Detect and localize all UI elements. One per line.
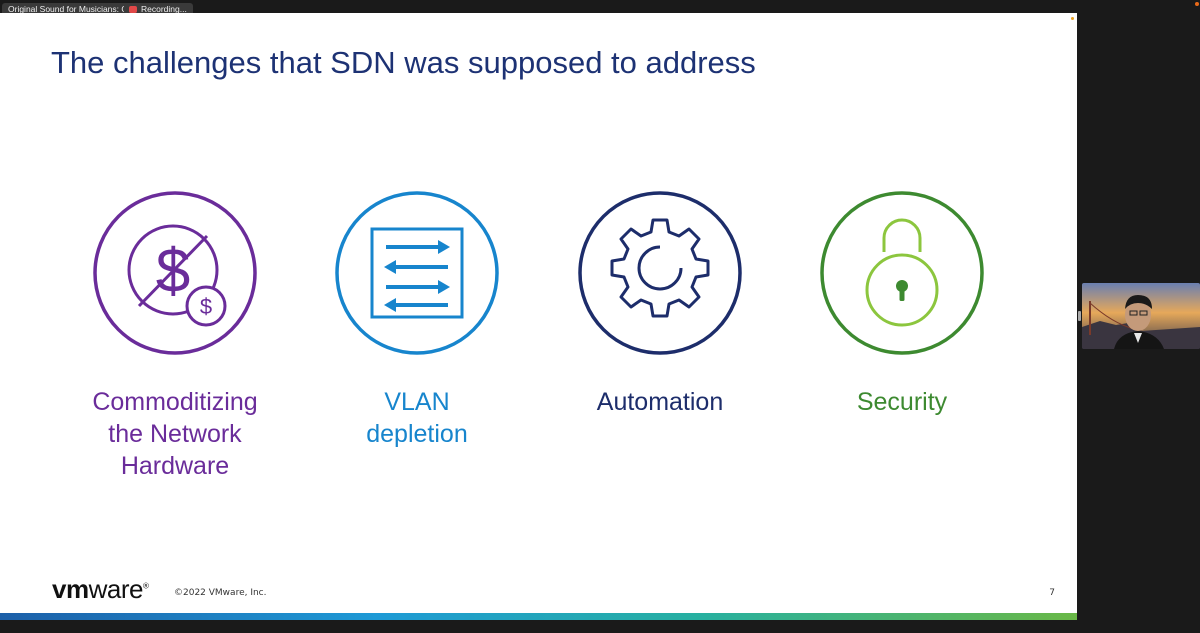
padlock-icon <box>820 191 984 355</box>
shared-slide: The challenges that SDN was supposed to … <box>0 13 1077 620</box>
vmware-logo: vmware® <box>52 574 149 604</box>
original-sound-toggle[interactable]: Original Sound for Musicians: Off <box>2 3 139 16</box>
no-dollar-icon: $ $ <box>93 191 257 355</box>
footer-gradient-bar <box>0 613 1077 620</box>
recording-indicator[interactable]: Recording... <box>124 3 193 16</box>
recording-label: Recording... <box>141 4 187 14</box>
challenge-label-security: Security <box>856 388 948 416</box>
challenge-commoditizing: $ $ Commoditizing the Network Hardware <box>55 190 295 482</box>
svg-text:$: $ <box>200 294 212 319</box>
resize-handle[interactable] <box>1078 311 1081 321</box>
meeting-top-bar: Original Sound for Musicians: Off Record… <box>0 0 1200 16</box>
challenge-security: Security <box>782 190 1022 418</box>
copyright-text: ©2022 VMware, Inc. <box>174 588 267 598</box>
challenge-automation: Automation <box>540 190 780 418</box>
webcam-status-dot <box>1195 2 1199 6</box>
challenge-label-vlan: VLAN depletion <box>366 388 468 448</box>
webcam-thumbnail[interactable] <box>1082 283 1200 349</box>
challenge-label-commoditizing: Commoditizing the Network Hardware <box>92 388 258 480</box>
challenge-vlan-depletion: VLAN depletion <box>297 190 537 450</box>
arrows-list-icon <box>335 191 499 355</box>
original-sound-label: Original Sound for Musicians: Off <box>8 4 133 14</box>
webcam-feed <box>1082 283 1200 349</box>
recording-icon <box>129 6 137 13</box>
slide-title: The challenges that SDN was supposed to … <box>51 45 756 80</box>
page-number: 7 <box>1049 588 1055 598</box>
svg-text:$: $ <box>156 237 190 306</box>
indicator-dot <box>1071 17 1074 20</box>
gear-icon <box>578 191 742 355</box>
challenge-label-automation: Automation <box>596 388 724 416</box>
